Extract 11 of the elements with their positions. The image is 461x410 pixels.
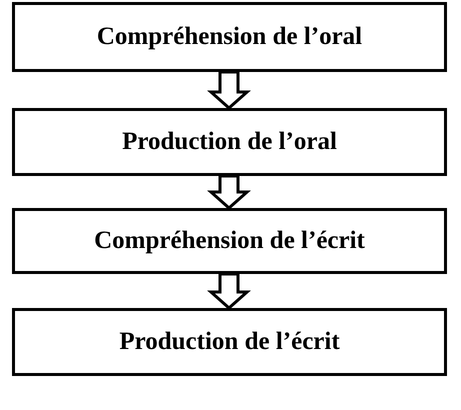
process-box [12, 308, 447, 376]
process-box [12, 208, 447, 274]
process-box [12, 108, 447, 176]
block-arrow [207, 70, 251, 110]
step-label: Compréhension de l’écrit [94, 227, 365, 255]
step-label: Production de l’oral [122, 128, 337, 156]
step-label: Production de l’écrit [119, 328, 340, 356]
block-arrow [207, 272, 251, 310]
process-box [12, 2, 447, 72]
block-arrow [207, 174, 251, 210]
step-label: Compréhension de l’oral [96, 23, 362, 51]
